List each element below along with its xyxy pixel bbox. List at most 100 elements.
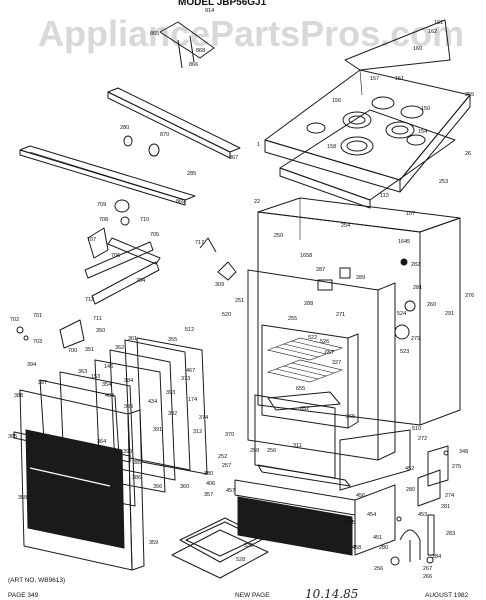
callout-label: 387 — [38, 380, 47, 386]
callout-label: 707 — [87, 237, 96, 243]
watermark-text: AppliancePartsPros.com — [38, 13, 464, 54]
callout-label: 280 — [379, 545, 388, 551]
callout-label: 255 — [288, 316, 297, 322]
callout-label: 363 — [78, 369, 87, 375]
storage-drawer-assembly — [171, 464, 396, 579]
oven-door-assembly — [13, 337, 208, 571]
callout-label: 393 — [166, 390, 175, 396]
callout-label: 153 — [91, 374, 100, 380]
callout-label: 914 — [205, 8, 214, 14]
callout-label: 655 — [296, 386, 305, 392]
callout-label: 156 — [332, 98, 341, 104]
callout-label: 288 — [304, 301, 313, 307]
callout-label: 702 — [10, 317, 19, 323]
callout-label: 866 — [189, 62, 198, 68]
callout-label: 711 — [93, 316, 102, 322]
callout-label: 151 — [395, 76, 404, 82]
callout-label: 362 — [115, 345, 124, 351]
callout-label: 275 — [452, 464, 461, 470]
callout-label: 710 — [140, 217, 149, 223]
callout-label: 457 — [226, 488, 235, 494]
callout-label: 280 — [120, 125, 129, 131]
handwritten-date: 10.14.85 — [305, 587, 358, 600]
callout-label: 254 — [341, 223, 350, 229]
callout-label: 291 — [445, 311, 454, 317]
callout-label: 107 — [406, 211, 415, 217]
callout-label: 260 — [427, 302, 436, 308]
issue-date: AUGUST 1982 — [425, 592, 469, 599]
callout-label: 276 — [465, 293, 474, 299]
callout-label: 394 — [27, 362, 36, 368]
callout-label: 154 — [418, 129, 427, 135]
callout-label: 701 — [33, 313, 42, 319]
callout-label: 359 — [149, 540, 158, 546]
callout-label: 458 — [352, 545, 361, 551]
callout-label: 526 — [320, 339, 329, 345]
control-panel-trims — [19, 21, 241, 206]
callout-label: 392 — [168, 411, 177, 417]
callout-label: 434 — [148, 399, 157, 405]
callout-label: 374 — [199, 415, 208, 421]
callout-label: 1645 — [398, 239, 410, 245]
callout-label: 456 — [356, 493, 365, 499]
callout-label: 522 — [308, 335, 317, 341]
callout-label: 390 — [123, 449, 132, 455]
callout-label: 373 — [181, 376, 190, 382]
callout-label: 360 — [180, 484, 189, 490]
callout-label: 388 — [14, 393, 23, 399]
callout-label: 150 — [421, 106, 430, 112]
callout-label: 327 — [332, 360, 341, 366]
callout-label: 287 — [316, 267, 325, 273]
callout-label: 357 — [204, 492, 213, 498]
callout-label: 256 — [374, 566, 383, 572]
page-number: PAGE 349 — [8, 592, 39, 599]
callout-label: 403 — [105, 393, 114, 399]
callout-label: 280 — [406, 487, 415, 493]
callout-label: 510 — [412, 426, 421, 432]
callout-label: 289 — [356, 275, 365, 281]
callout-label: 267 — [423, 566, 432, 572]
callout-label: 253 — [439, 179, 448, 185]
callout-label: 272 — [418, 436, 427, 442]
callout-label: 530 — [244, 543, 253, 549]
cooktop-assembly — [264, 19, 471, 209]
callout-label: 351 — [85, 347, 94, 353]
callout-label: 512 — [185, 327, 194, 333]
callout-label: 255 — [465, 92, 474, 98]
callout-label: 395 — [124, 404, 133, 410]
callout-label: 355 — [168, 337, 177, 343]
callout-label: 250 — [274, 233, 283, 239]
callout-label: 406 — [206, 481, 215, 487]
callout-label: 717 — [195, 240, 204, 246]
callout-label: 348 — [459, 449, 468, 455]
callout-label: 452 — [405, 466, 414, 472]
callout-label: 454 — [367, 512, 376, 518]
callout-label: 384 — [124, 378, 133, 384]
leveling-and-bracket-parts — [390, 445, 449, 566]
callout-label: 652 — [300, 406, 309, 412]
art-number: (ART NO. WB9613) — [8, 577, 65, 584]
callout-label: 311 — [293, 443, 302, 449]
callout-label: 361 — [128, 336, 137, 342]
callout-label: 251 — [235, 298, 244, 304]
callout-label: 868 — [196, 48, 205, 54]
callout-label: 704 — [136, 278, 145, 284]
callout-label: 700 — [68, 348, 77, 354]
callout-label: 146 — [104, 364, 113, 370]
callout-label: 158 — [327, 144, 336, 150]
callout-label: 358 — [18, 495, 27, 501]
callout-label: 265 — [346, 414, 355, 420]
callout-label: 257 — [222, 463, 231, 469]
callout-label: 274 — [445, 493, 454, 499]
hinge-and-latch-parts — [16, 199, 237, 349]
callout-label: 385 — [133, 460, 142, 466]
callout-label: 524 — [397, 311, 406, 317]
callout-label: 870 — [160, 132, 169, 138]
callout-label: 380 — [204, 471, 213, 477]
callout-label: 712 — [85, 297, 94, 303]
callout-label: 22 — [254, 199, 260, 205]
callout-label: 354 — [102, 382, 111, 388]
callout-label: 271 — [336, 312, 345, 318]
callout-label: 284 — [432, 554, 441, 560]
